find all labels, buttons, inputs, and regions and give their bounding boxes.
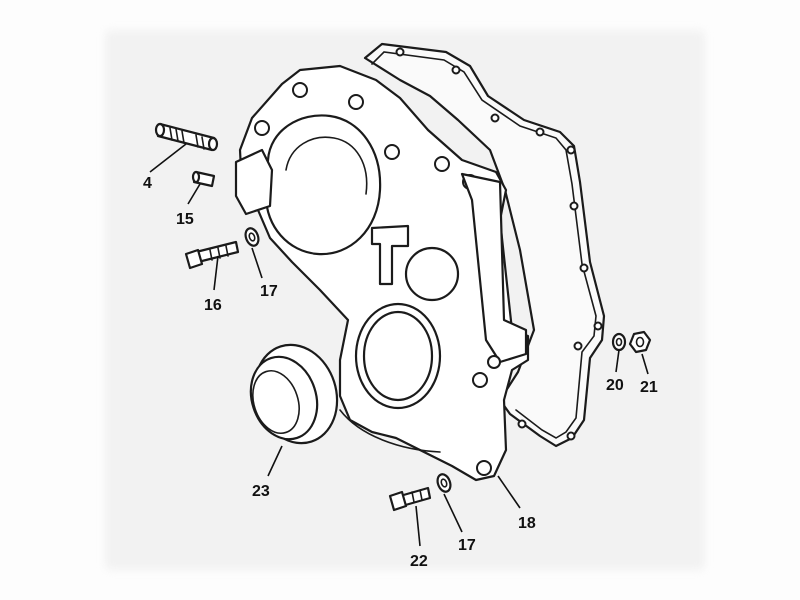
callout-17-lower: 17	[458, 537, 476, 554]
callout-18: 18	[518, 515, 536, 532]
washer-20	[611, 332, 627, 352]
dowel-pin	[191, 170, 216, 188]
callout-15: 15	[176, 211, 194, 228]
callout-16: 16	[204, 297, 222, 314]
gasket	[363, 42, 606, 448]
callout-23: 23	[252, 483, 270, 500]
leader-lines	[149, 143, 649, 547]
callout-20: 20	[606, 377, 624, 394]
stud	[154, 122, 219, 152]
callout-4: 4	[143, 175, 152, 192]
nut-21	[628, 330, 652, 354]
callout-21: 21	[640, 379, 658, 396]
callout-17-upper: 17	[260, 283, 278, 300]
washer-upper	[244, 227, 260, 247]
bolt-upper	[184, 240, 240, 270]
crankshaft-oil-seal	[249, 343, 339, 445]
timing-cover	[234, 64, 530, 482]
washer-lower	[436, 473, 452, 493]
callout-22: 22	[410, 553, 428, 570]
bolt-lower	[388, 486, 432, 512]
